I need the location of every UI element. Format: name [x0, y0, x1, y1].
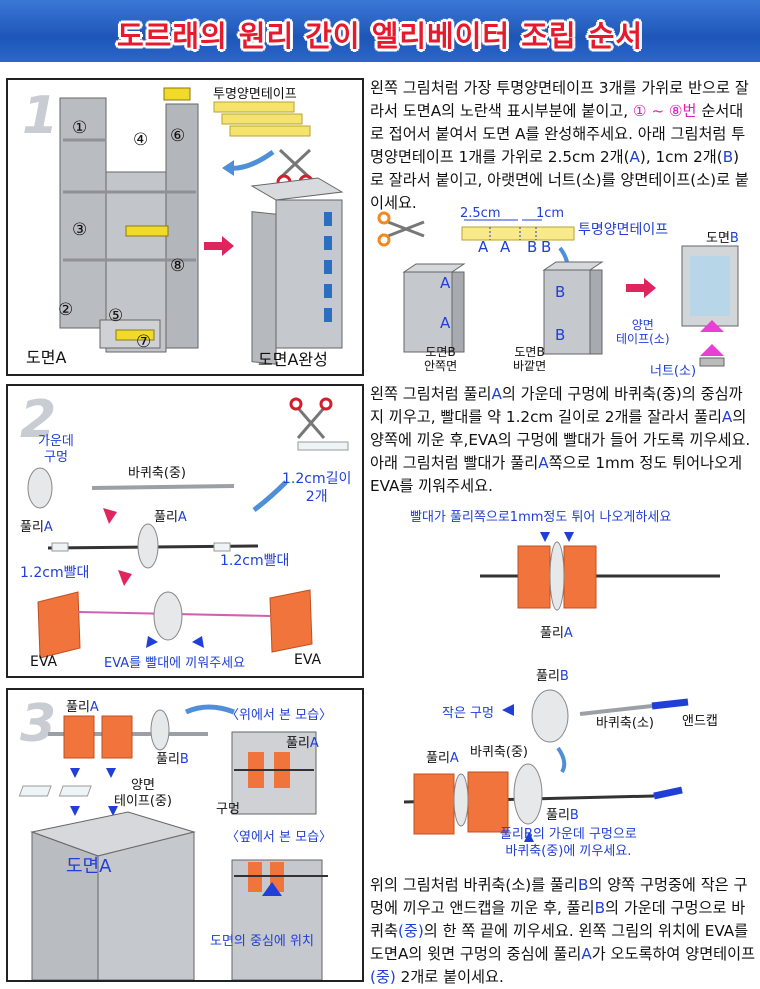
sheet-b-outer-label: 도면B 바깥면 [513, 345, 547, 373]
step1-number: 1 [22, 86, 59, 146]
eva-label-left: EVA [30, 654, 58, 670]
step2-number: 2 [20, 390, 57, 450]
step1-instructions: 왼쪽 그림처럼 가장 투명양면테이프 3개를 가위로 반으로 잘라서 도면A의 … [370, 79, 749, 212]
cut-mark-b2: B [541, 238, 552, 256]
right-arrow-icon [626, 278, 656, 298]
marker-7: ⑦ [136, 332, 152, 352]
step2-panel: 2 가운데 구멍 바퀴축(중) 풀리A 1.2cm길이 2개 풀리A 1.2cm… [6, 384, 364, 678]
step2-instructions: 왼쪽 그림처럼 풀리A의 가운데 구멍에 바퀴축(중)의 중심까지 끼우고, 빨… [370, 385, 751, 495]
dim-2-5cm: 2.5cm [460, 206, 501, 221]
straw-note: 빨대가 풀리쪽으로1mm정도 튀어 나오게하세요 [410, 510, 672, 525]
marker-2: ② [58, 300, 74, 320]
scissors-icon [377, 211, 425, 247]
pulley-b-note: 풀리B의 가운데 구멍으로 바퀴축(중)에 끼우세요. [500, 827, 637, 859]
pulley-a-label-2: 풀리A [154, 510, 187, 525]
curve-arrow-icon [229, 149, 275, 171]
top-view-label: 〈위에서 본 모습〉 [226, 708, 333, 723]
outer-mark-b1: B [555, 283, 566, 301]
axle-mid-label: 바퀴축(중) [128, 466, 186, 481]
axle-mid-right-label: 바퀴축(중) [470, 745, 528, 760]
step1-panel: 1 [6, 78, 364, 376]
up-arrow-icon [700, 320, 724, 332]
pulley-b-right-label: 풀리B [536, 669, 569, 684]
straw-label-right: 1.2cm빨대 [220, 553, 290, 569]
step2-illustration [27, 397, 349, 659]
tape-mid-label: 양면 테이프(중) [114, 778, 172, 809]
eva-label-right: EVA [294, 652, 322, 668]
step3-panel: 3 풀리A 풀리B 〈위에서 본 모습〉 풀리A 양면 테이프(중) 구멍 〈옆… [6, 688, 364, 982]
pulley-a-right-label: 풀리A [426, 751, 459, 766]
sheet-a-box-label: 도면A [66, 856, 112, 877]
marker-8: ⑧ [170, 256, 186, 276]
marker-4: ④ [133, 130, 149, 150]
tape-label: 투명양면테이프 [213, 87, 297, 102]
box-inner [402, 263, 466, 353]
pulley-a-label-1: 풀리A [20, 520, 53, 535]
endcap-label: 앤드캡 [682, 714, 718, 729]
marker-3: ③ [72, 220, 88, 240]
down-arrow-icon [103, 508, 117, 524]
pulley-b-top-label: 풀리B [156, 752, 189, 767]
marker-6: ⑥ [170, 126, 186, 146]
tape-small-label: 양면 테이프(소) [616, 318, 670, 346]
nut-small-label: 너트(소) [650, 364, 697, 379]
box-outer [542, 261, 604, 355]
sheet-b-label: 도면B [706, 231, 739, 246]
inner-mark-a1: A [440, 274, 451, 292]
scissors-icon [289, 397, 333, 439]
step2-detail-illustration [480, 532, 720, 611]
step3-detail-illustration [403, 689, 689, 842]
eva-insert-label: EVA를 빨대에 끼워주세요 [104, 656, 246, 671]
box-b-complete [681, 245, 739, 327]
sheet-a-label: 도면A [26, 348, 67, 367]
center-hole-label: 가운데 구멍 [38, 434, 74, 465]
hole-label: 구멍 [216, 802, 240, 817]
axle-small-label: 바퀴축(소) [596, 716, 654, 731]
step1-tape-illustration [377, 211, 739, 367]
outer-mark-b2: B [555, 326, 566, 344]
tape-label-2: 투명양면테이프 [578, 222, 669, 238]
dim-1cm: 1cm [536, 206, 565, 221]
center-position-label: 도면의 중심에 위치 [210, 934, 314, 949]
down-arrow-icon [118, 570, 132, 586]
sheet-a-net [59, 97, 199, 353]
axle-mid [91, 484, 235, 490]
pulley-a-label-3: 풀리A [540, 626, 573, 641]
sheet-a-box [250, 177, 344, 365]
inner-mark-a2: A [440, 314, 451, 332]
straw-label-left: 1.2cm빨대 [20, 565, 90, 581]
cut-mark-a1: A [478, 238, 489, 256]
pulley-a [27, 467, 53, 509]
small-hole-label: 작은 구멍 [442, 706, 494, 721]
side-view-label: 〈옆에서 본 모습〉 [226, 830, 333, 845]
step1-illustration [59, 87, 344, 365]
step3-number: 3 [20, 694, 57, 754]
pulley-a-topview-label: 풀리A [286, 736, 319, 751]
eva-right [269, 589, 313, 653]
right-arrow-icon [204, 236, 234, 256]
pulley-b-lower-label: 풀리B [546, 808, 579, 823]
title-banner: 도르래의 원리 간이 엘리베이터 조립 순서 [0, 0, 760, 62]
straw-12cm-x2-label: 1.2cm길이 2개 [282, 471, 352, 505]
sheet-a-complete-label: 도면A완성 [258, 350, 328, 369]
step3-illustration [18, 704, 328, 980]
step3-instructions: 위의 그림처럼 바퀴축(소)를 풀리B의 양쪽 구멍중에 작은 구멍에 끼우고 … [370, 876, 756, 986]
cut-mark-a2: A [500, 238, 511, 256]
sheet-b-inner-label: 도면B 안쪽면 [424, 345, 458, 373]
page-title: 도르래의 원리 간이 엘리베이터 조립 순서 [116, 19, 644, 53]
marker-1: ① [72, 118, 88, 138]
eva-left [37, 591, 81, 659]
pulley-a-top-label: 풀리A [66, 700, 99, 715]
marker-5: ⑤ [108, 306, 124, 326]
cut-mark-b1: B [527, 238, 538, 256]
